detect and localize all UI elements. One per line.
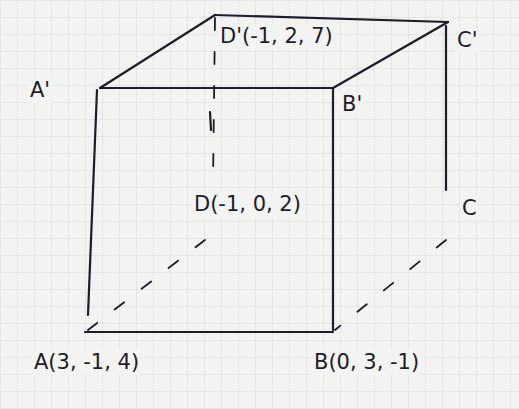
edge-ad [88,240,205,330]
edge-a1d1 [100,15,215,88]
vertex-label: D(-1, 0, 2) [192,192,303,217]
vertex-label: B(0, 3, -1) [312,350,421,375]
edge-dd1-mark [210,112,211,130]
vertex-label: C' [455,28,479,53]
solid-edges [85,15,448,332]
edge-d1c1 [215,15,448,22]
vertex-label: B' [340,92,364,117]
edge-bc [335,240,446,330]
hidden-edges [88,18,446,330]
edge-cc1 [445,26,447,190]
vertex-label: D'(-1, 2, 7) [218,24,335,49]
vertex-label: A' [28,78,52,103]
vertex-label: A(3, -1, 4) [32,350,141,375]
edge-ab [85,331,333,333]
edge-a1b1 [100,87,333,89]
edge-dd1 [213,18,215,185]
edge-c1b1 [333,22,448,88]
edge-aa1 [88,90,97,315]
edge-bb1 [332,88,334,330]
vertex-label: C [460,196,479,221]
